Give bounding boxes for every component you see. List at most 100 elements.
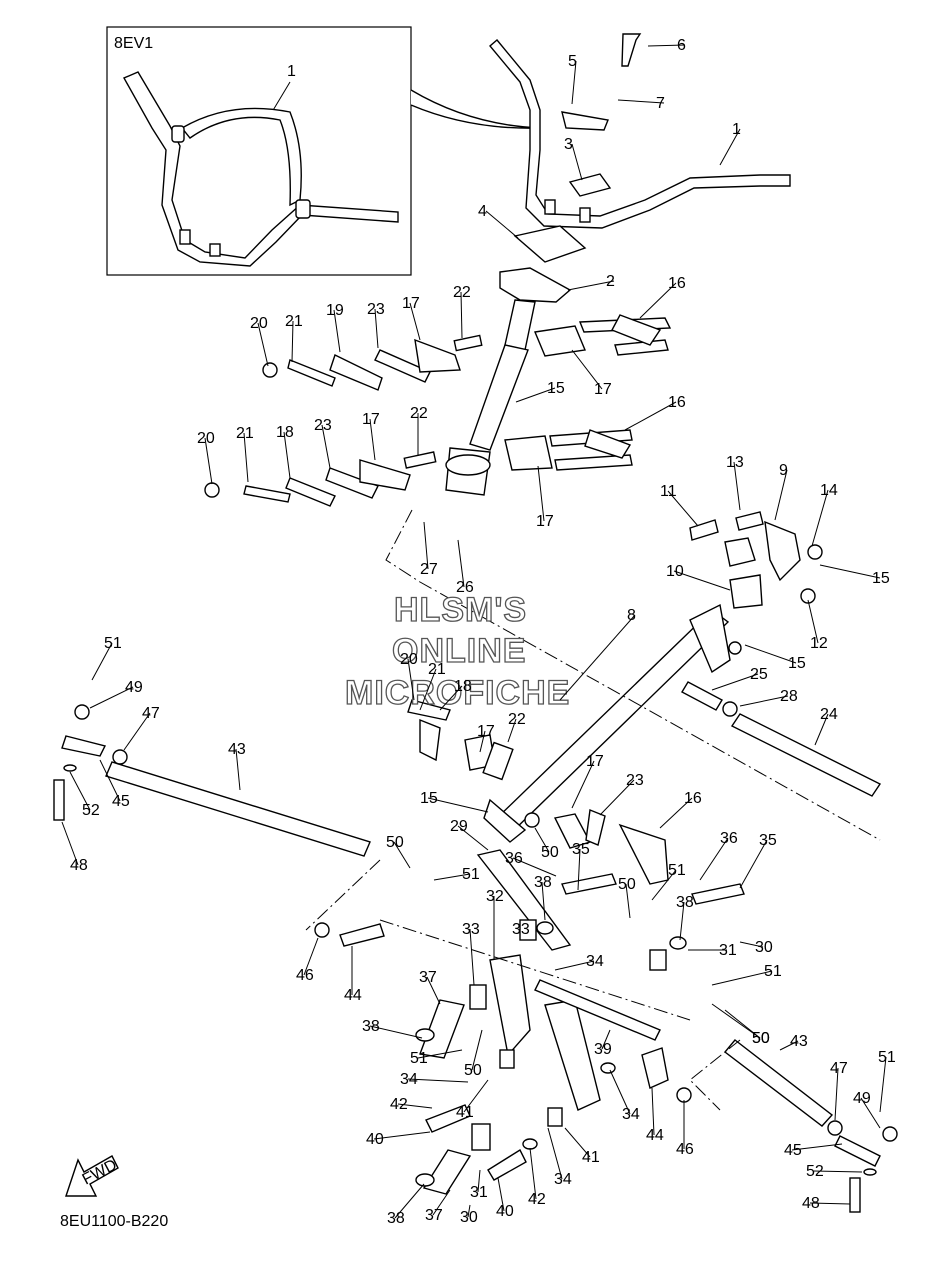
diagram-code: 8EU1100-B220	[60, 1213, 168, 1230]
callout-number: 34	[586, 953, 604, 970]
callout-leader	[397, 1103, 433, 1109]
callout-leader	[374, 308, 379, 349]
callout-number: 51	[668, 862, 686, 879]
callout-number: 23	[626, 772, 644, 789]
callout-leader	[659, 797, 693, 829]
callout-number: 8	[627, 607, 636, 624]
callout-leader	[89, 686, 134, 709]
callout-number: 45	[784, 1142, 802, 1159]
callout-number: 21	[236, 425, 254, 442]
callout-number: 22	[508, 711, 526, 728]
callout-leader	[774, 469, 788, 521]
callout-leader	[512, 857, 557, 877]
callout-number: 15	[872, 570, 890, 587]
callout-leader	[407, 658, 415, 701]
callout-leader	[733, 461, 741, 511]
callout-leader	[609, 1069, 631, 1115]
callout-number: 40	[366, 1131, 384, 1148]
callout-leader	[599, 779, 635, 816]
callout-leader	[571, 143, 583, 181]
callout-leader	[291, 320, 294, 363]
callout-leader	[739, 695, 789, 707]
callout-number: 35	[759, 832, 777, 849]
callout-leader	[879, 1056, 887, 1113]
callout-number: 52	[82, 802, 100, 819]
callout-number: 51	[462, 866, 480, 883]
callout-leader	[639, 282, 677, 319]
callout-leader	[99, 759, 121, 802]
callout-number: 2	[606, 273, 615, 290]
callout-leader	[321, 424, 331, 469]
tie-rod-inner-ends	[314, 922, 692, 1103]
callout-number: 15	[420, 790, 438, 807]
callout-leader	[651, 869, 677, 901]
callout-number: 6	[677, 37, 686, 54]
callout-number: 26	[456, 579, 474, 596]
upper-linkage	[204, 314, 672, 507]
callout-number: 25	[750, 666, 768, 683]
callout-leader	[534, 827, 550, 853]
callout-number: 5	[568, 53, 577, 70]
callout-number: 16	[668, 275, 686, 292]
callout-number: 23	[367, 301, 385, 318]
tie-rod-end-right	[827, 1120, 898, 1213]
handlebar	[489, 39, 791, 229]
callout-number: 33	[512, 921, 530, 938]
inset-callout-1: 1	[287, 63, 296, 80]
callout-number: 43	[228, 741, 246, 758]
callout-leader	[567, 280, 615, 291]
callout-number: 32	[486, 888, 504, 905]
callout-leader	[554, 960, 595, 971]
callout-leader	[699, 837, 729, 881]
callout-number: 51	[764, 963, 782, 980]
callout-number: 17	[477, 723, 495, 740]
callout-number: 46	[296, 967, 314, 984]
callout-number: 19	[326, 302, 344, 319]
callout-number: 52	[806, 1163, 824, 1180]
callout-leader	[477, 1169, 481, 1193]
callout-number: 1	[732, 121, 741, 138]
callout-leader	[739, 839, 768, 889]
callout-number: 47	[142, 705, 160, 722]
callout-number: 9	[779, 462, 788, 479]
callout-number: 36	[720, 830, 738, 847]
callout-leader	[559, 614, 636, 701]
callout-number: 13	[726, 454, 744, 471]
callout-leader	[834, 1067, 839, 1121]
callout-number: 48	[70, 857, 88, 874]
callout-number: 15	[788, 655, 806, 672]
fwd-arrow-icon: FWD	[65, 1155, 120, 1197]
callout-leader	[647, 44, 686, 47]
callout-number: 31	[719, 942, 737, 959]
callout-number: 15	[547, 380, 565, 397]
callout-leader	[571, 760, 595, 809]
callout-leader	[369, 1025, 423, 1039]
watermark-line-1: HLSM'S	[394, 591, 527, 629]
callout-leader	[369, 418, 376, 461]
callout-number: 30	[460, 1209, 478, 1226]
callout-number: 18	[454, 678, 472, 695]
callout-leader	[303, 937, 319, 976]
callout-leader	[779, 1040, 799, 1051]
callout-leader	[719, 128, 741, 166]
callout-leader	[601, 1029, 611, 1050]
callout-number: 37	[425, 1207, 443, 1224]
callout-number: 33	[462, 921, 480, 938]
callout-number: 23	[314, 417, 332, 434]
callout-leader	[673, 570, 731, 591]
main-shaft	[483, 603, 742, 843]
watermark-line-2: ONLINE	[392, 632, 526, 670]
callout-leader	[463, 1079, 489, 1113]
callout-number: 34	[622, 1106, 640, 1123]
callout-leader	[419, 668, 437, 711]
callout-number: 24	[820, 706, 838, 723]
callout-number: 38	[534, 874, 552, 891]
callout-number: 50	[541, 844, 559, 861]
callout-leader	[373, 1131, 431, 1140]
callout-leader	[469, 928, 475, 986]
watermark: HLSM'S ONLINE MICROFICHE	[344, 590, 570, 712]
callout-number: 47	[830, 1060, 848, 1077]
callout-number: 17	[402, 295, 420, 312]
callout-leader	[123, 712, 151, 751]
callout-number: 28	[780, 688, 798, 705]
